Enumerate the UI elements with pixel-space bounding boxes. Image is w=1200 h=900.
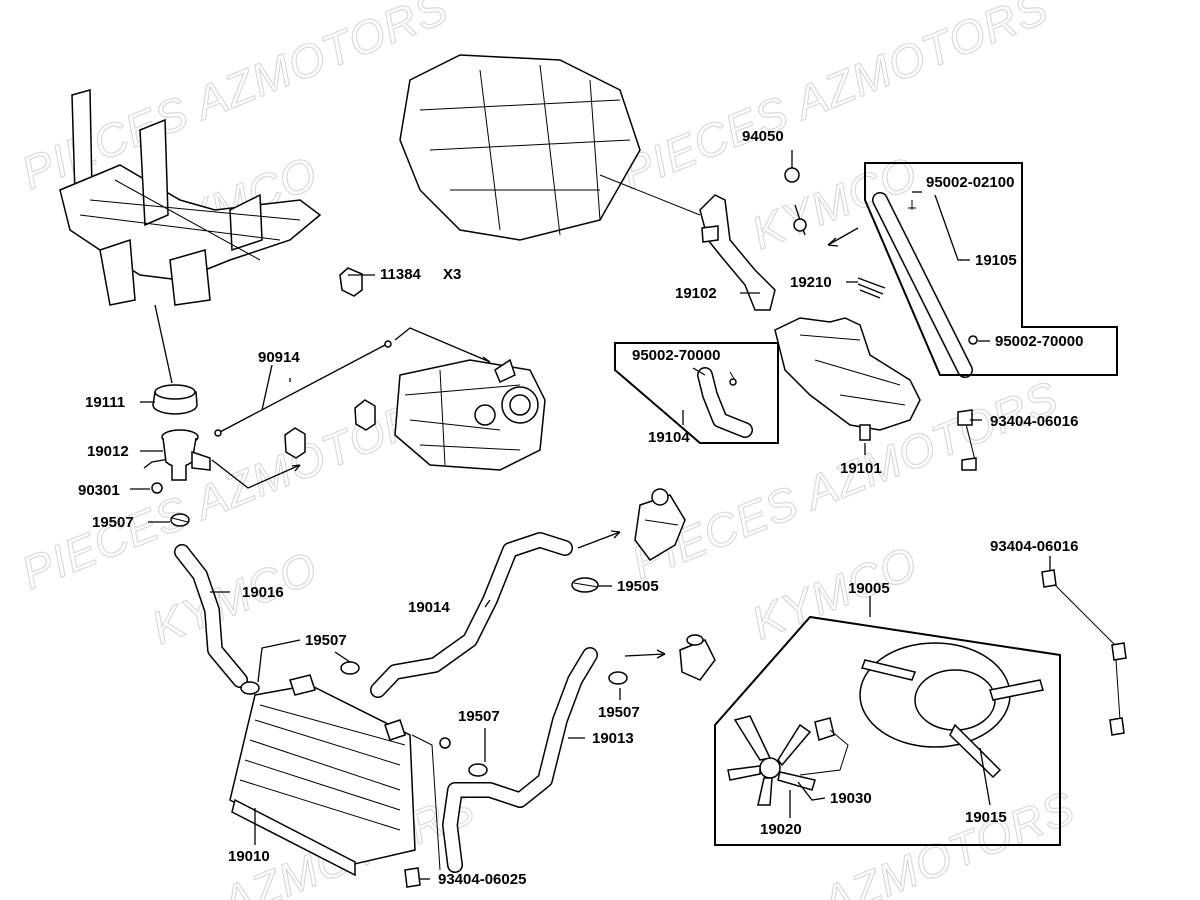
box-19105 [864, 162, 1118, 376]
label-19507-c: 19507 [458, 708, 500, 725]
label-19111: 19111 [85, 394, 125, 411]
label-19015: 19015 [965, 809, 1007, 826]
watermark: KYMCO [144, 541, 325, 654]
bolt-93404-06025 [404, 737, 451, 888]
engine-component [394, 358, 546, 471]
radiator-19010 [229, 674, 416, 877]
hose-19104 [697, 367, 753, 438]
clip-95002-70000-b [968, 335, 978, 345]
label-19507-a: 19507 [92, 514, 134, 531]
hose-19013 [442, 647, 598, 873]
label-19105: 19105 [975, 252, 1017, 269]
fan-shroud-19015 [859, 642, 1044, 779]
label-19102: 19102 [675, 285, 717, 302]
part-labels: 94050 95002-02100 19105 11384 X3 19210 1… [78, 128, 1083, 888]
label-19101: 19101 [840, 460, 882, 477]
label-19020: 19020 [760, 821, 802, 838]
outlet-fitting [679, 634, 716, 681]
clip-95002-70000-a [729, 371, 737, 386]
clamp-19507-d [468, 763, 488, 777]
label-95002-70000-b: 95002-70000 [995, 333, 1083, 350]
label-19507-b: 19507 [305, 632, 347, 649]
bolts-93404-06016-b [1041, 569, 1127, 736]
hose-19014 [370, 532, 573, 698]
box-19104 [614, 342, 779, 444]
clip-95002-02100 [908, 200, 916, 210]
clamp-19507-c [340, 661, 360, 675]
clamp-19507-e [608, 671, 628, 685]
frame-top-left [59, 89, 322, 306]
cable-90914 [214, 340, 392, 437]
reservoir-tank-19101 [774, 317, 921, 441]
clip-11384 [284, 267, 376, 459]
label-90301: 90301 [78, 482, 120, 499]
label-leaders [130, 150, 1051, 880]
label-19016: 19016 [242, 584, 284, 601]
label-19010: 19010 [228, 848, 270, 865]
watermark: PIECES AZMOTORS [614, 0, 1055, 199]
label-11384: 11384 [380, 266, 422, 283]
clamp-19507-b [240, 681, 260, 695]
label-19013: 19013 [592, 730, 634, 747]
label-19104: 19104 [648, 429, 690, 446]
label-19005: 19005 [848, 580, 890, 597]
frame-top-center [399, 54, 701, 241]
label-93404-06016-b: 93404-06016 [990, 538, 1078, 555]
bolt-90301 [151, 482, 163, 494]
fan-motor-19030 [799, 717, 849, 776]
label-19030: 19030 [830, 790, 872, 807]
label-94050: 94050 [742, 128, 784, 145]
fan-blade-19020 [727, 715, 816, 806]
water-pump-housing [634, 488, 686, 561]
label-19505: 19505 [617, 578, 659, 595]
filler-neck-19012 [161, 429, 211, 481]
fan-assembly-box-19005 [714, 596, 1061, 846]
label-93404-06016-a: 93404-06016 [990, 413, 1078, 430]
watermark: KYMCO [744, 536, 925, 649]
label-95002-70000-a: 95002-70000 [632, 347, 720, 364]
bolts-93404-06016-a [957, 409, 977, 471]
hose-19105 [872, 192, 973, 378]
radiator-cap-19111 [152, 384, 198, 415]
label-x3: X3 [443, 266, 461, 283]
clip-19210 [857, 277, 886, 299]
hose-19016 [174, 544, 248, 688]
clamp-19507-a [170, 513, 190, 527]
bracket-19102 [699, 194, 776, 311]
label-90914: 90914 [258, 349, 300, 366]
label-19210: 19210 [790, 274, 832, 291]
label-93404-06025: 93404-06025 [438, 871, 526, 888]
clamp-19505 [571, 577, 599, 593]
label-19507-d: 19507 [598, 704, 640, 721]
label-95002-02100: 95002-02100 [926, 174, 1014, 191]
label-19014: 19014 [408, 599, 450, 616]
label-19012: 19012 [87, 443, 129, 460]
